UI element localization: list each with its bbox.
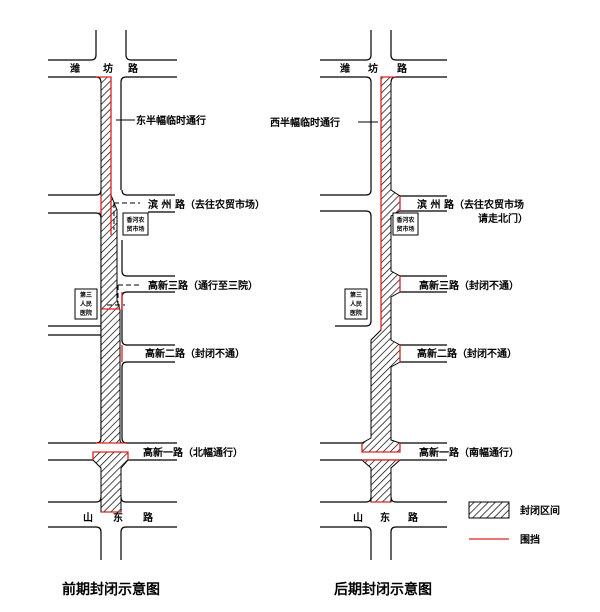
road-edge <box>320 30 447 196</box>
road-label-binzhou-note: 请走北门） <box>478 212 528 225</box>
market-label: 贸市场 <box>396 225 414 233</box>
closed-section <box>360 459 402 503</box>
road-label-gaoxin3: 高新三路（封闭不通） <box>419 279 519 292</box>
hospital-box <box>74 288 98 320</box>
closed-section <box>95 76 124 444</box>
detour-path <box>107 202 140 306</box>
half-width-note: 东半幅临时通行 <box>136 114 206 127</box>
road-edge <box>48 189 175 219</box>
early-closure-map: 香河农 贸市场 第三 人民 医院 潍 坊 路 东半幅临时通行 滨 州 路（去往农… <box>48 30 265 598</box>
legend: 封闭区间 围挡 <box>468 501 560 546</box>
road-label-weifang: 潍 <box>340 62 350 75</box>
hospital-label: 第三 <box>79 291 92 299</box>
half-width-note: 西半幅临时通行 <box>270 116 340 129</box>
road-label-gaoxin2: 高新二路（封闭不通） <box>145 347 245 360</box>
market-label: 香河农 <box>395 216 414 224</box>
road-edge <box>48 30 177 83</box>
hospital-label: 医院 <box>350 309 362 317</box>
road-label-shandong: 山 <box>83 511 93 524</box>
road-label-gaoxin1: 高新一路（南幅通行） <box>419 446 519 459</box>
road-label-shandong: 路 <box>408 511 419 524</box>
road-label-weifang: 坊 <box>103 62 113 75</box>
barrier-line <box>361 76 401 503</box>
hospital-box <box>344 288 368 320</box>
closed-section <box>92 451 129 513</box>
early-closure-title: 前期封闭示意图 <box>62 581 160 598</box>
legend-closed-swatch <box>468 501 510 519</box>
hospital-label: 第三 <box>349 291 362 299</box>
road-label-weifang: 路 <box>128 62 139 75</box>
late-closure-title: 后期封闭示意图 <box>334 581 432 598</box>
late-closure-map: 香河农 贸市场 第三 人民 医院 潍 坊 路 西半幅临时通行 滨 州 路（去往农… <box>270 30 528 598</box>
road-label-shandong: 东 <box>380 511 390 524</box>
market-box <box>392 212 419 236</box>
hospital-label: 人民 <box>350 300 362 308</box>
road-label-weifang: 路 <box>397 62 408 75</box>
barrier-line <box>92 76 129 513</box>
hospital-label: 医院 <box>80 309 92 317</box>
road-label-shandong: 山 <box>353 511 363 524</box>
road-label-gaoxin2: 高新二路（封闭不通） <box>417 347 517 360</box>
legend-closed-label: 封闭区间 <box>520 504 560 517</box>
road-label-gaoxin3: 高新三路（通行至三院） <box>148 279 258 292</box>
market-box <box>122 212 149 236</box>
road-label-shandong: 东 <box>113 511 123 524</box>
road-label-shandong: 路 <box>143 511 154 524</box>
market-label: 贸市场 <box>126 225 144 233</box>
road-label-weifang: 潍 <box>70 62 80 75</box>
road-label-binzhou: 滨 州 路（去往农贸市场 <box>417 198 524 211</box>
road-label-binzhou: 滨 州 路（去往农贸市场） <box>148 198 265 211</box>
market-label: 香河农 <box>125 216 144 224</box>
hospital-label: 人民 <box>80 300 92 308</box>
road-label-gaoxin1: 高新一路（北幅通行） <box>143 446 243 459</box>
legend-barrier-label: 围挡 <box>520 533 540 546</box>
road-label-weifang: 坊 <box>368 62 378 75</box>
